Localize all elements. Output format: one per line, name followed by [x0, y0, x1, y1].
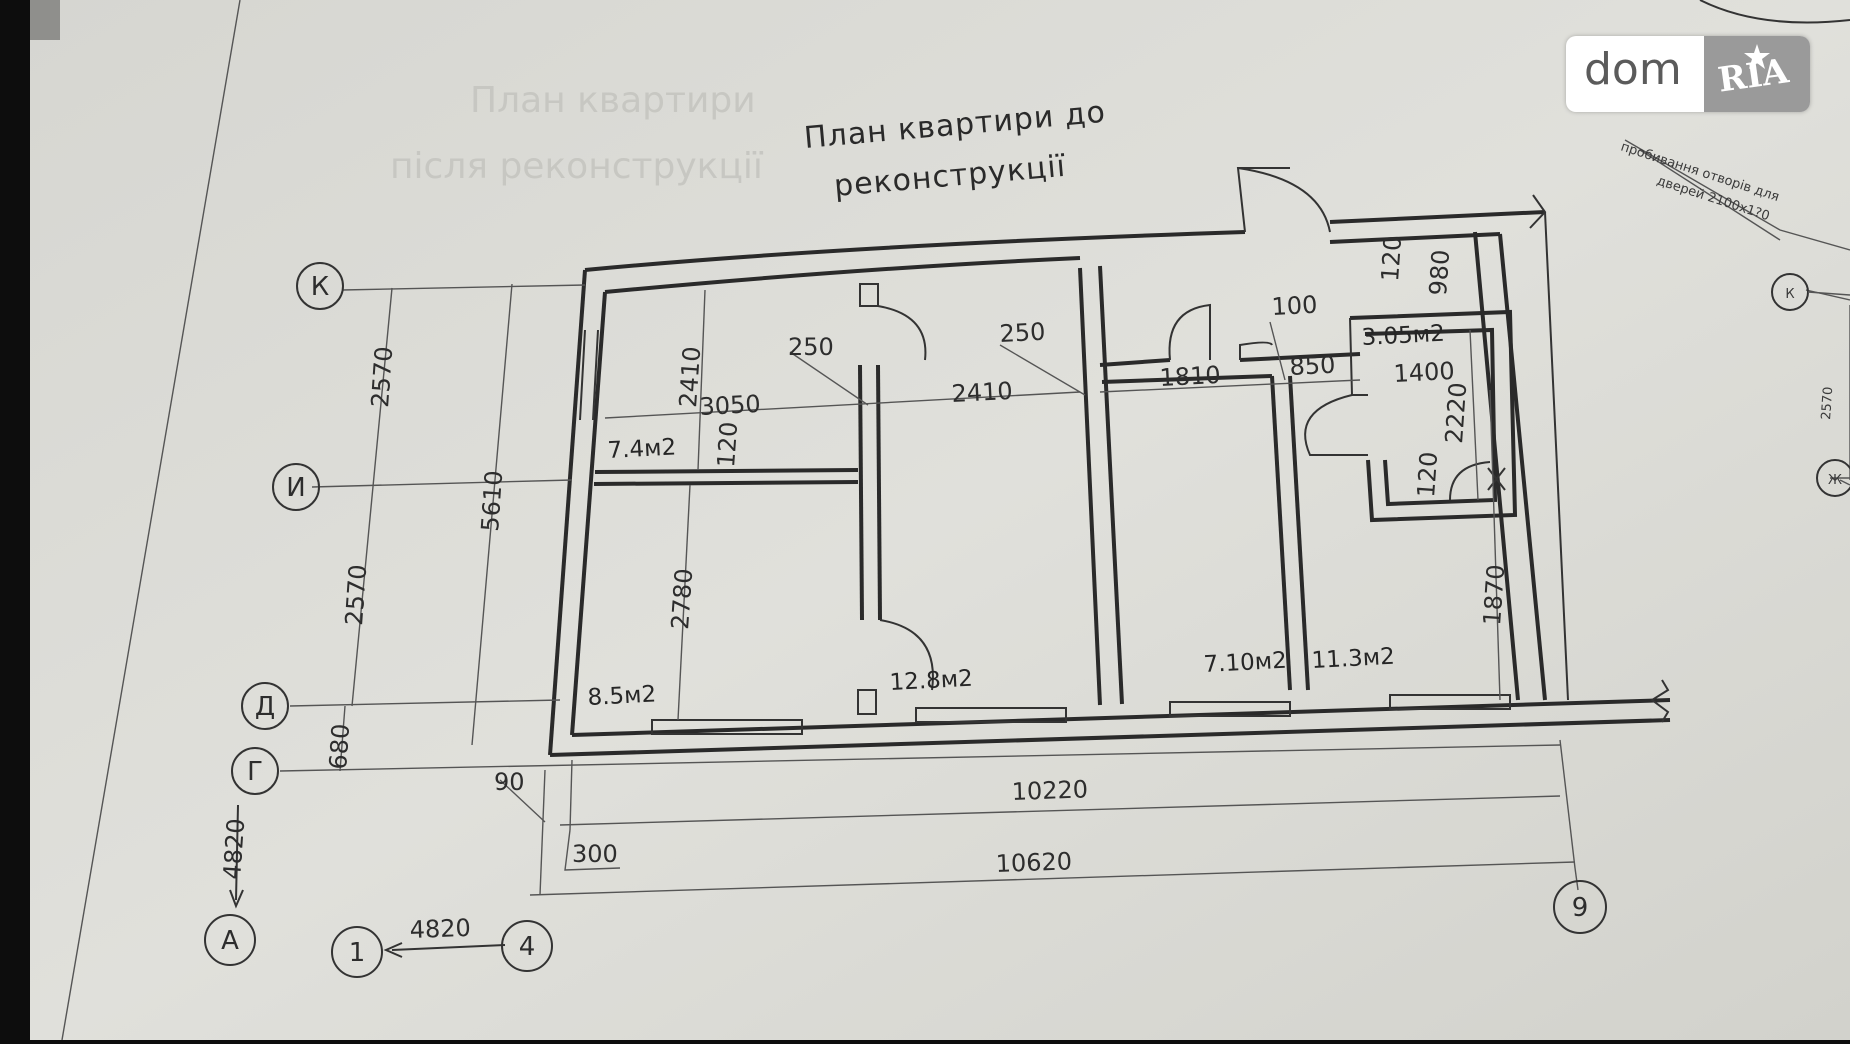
windows — [651, 694, 1511, 735]
dim-left-bottom: 680 — [324, 723, 355, 771]
axis-circle-1 — [331, 926, 383, 978]
axis-label-d: Д — [255, 692, 275, 722]
axis-circle-d — [241, 682, 289, 730]
dim-right-margin-2570: 2570 — [1819, 386, 1836, 420]
dim-span-850: 850 — [1289, 351, 1336, 381]
axis-circle-k — [296, 262, 344, 310]
dim-total-10220: 10220 — [1011, 775, 1088, 806]
dim-corner-300: 300 — [572, 840, 618, 868]
ghost-text-1: План квартири — [470, 80, 756, 121]
axis-label-9: 9 — [1572, 893, 1589, 923]
paper-sheet — [30, 0, 1850, 1040]
left-edge — [0, 0, 30, 1040]
dim-wall-120-a: 120 — [712, 421, 743, 469]
dim-door-250-a: 250 — [788, 333, 834, 361]
dim-span-100: 100 — [1271, 291, 1318, 321]
dim-left-inner: 5610 — [476, 470, 508, 533]
watermark-ria-block: RIA — [1704, 36, 1810, 112]
frame-line — [61, 0, 241, 1041]
axis-bubbles — [204, 262, 1607, 978]
axis-circle-i — [272, 463, 320, 511]
dim-door-250-b: 250 — [999, 318, 1046, 348]
dim-bath-2220: 2220 — [1440, 382, 1472, 445]
dim-span-2410: 2410 — [951, 377, 1013, 408]
top-arc — [1699, 0, 1850, 24]
axis-circle-4 — [501, 920, 553, 972]
star-icon — [1744, 44, 1770, 69]
dim-total-10620: 10620 — [995, 847, 1072, 878]
dim-room1-height: 2410 — [674, 346, 706, 409]
dim-top-980: 980 — [1424, 249, 1455, 297]
dim-room1-width: 3050 — [699, 390, 761, 421]
dimension-lines — [229, 283, 1579, 958]
room-area-7-10: 7.10м2 — [1203, 648, 1287, 678]
entrance-door — [1236, 167, 1547, 233]
right-axis-label-zh: Ж — [1828, 473, 1842, 488]
ghost-text-2: після реконструкції — [390, 146, 764, 187]
right-axis-label-k: К — [1785, 287, 1794, 302]
room-area-3-05: 3.05м2 — [1361, 321, 1445, 351]
axis-label-4: 4 — [519, 932, 536, 962]
dim-a-offset: 4820 — [218, 818, 250, 881]
watermark-dom-text: dom — [1584, 44, 1682, 95]
dim-bath-1400: 1400 — [1393, 357, 1455, 388]
dim-room2-height: 2780 — [666, 568, 698, 631]
dim-right-1870: 1870 — [1478, 564, 1510, 627]
room-area-7-4: 7.4м2 — [607, 434, 677, 464]
room-area-8-5: 8.5м2 — [587, 681, 657, 711]
axis-label-1: 1 — [349, 938, 366, 968]
dim-left-outer-bottom: 2570 — [340, 564, 372, 627]
dom-ria-watermark: dom RIA — [1566, 36, 1810, 112]
dim-top-120: 120 — [1376, 235, 1407, 283]
dim-col-offset: 4820 — [409, 914, 471, 944]
axis-circle-9 — [1553, 880, 1607, 934]
interior-walls — [579, 265, 1518, 715]
outer-walls — [548, 210, 1671, 757]
dim-corner-90: 90 — [494, 768, 525, 796]
axis-label-g: Г — [247, 757, 263, 787]
dim-span-1810: 1810 — [1159, 361, 1221, 392]
right-margin-sketch — [1624, 139, 1850, 497]
axis-label-a: А — [221, 926, 239, 956]
axis-label-k: К — [311, 272, 329, 302]
door-swings — [877, 303, 1506, 691]
dim-left-outer-top: 2570 — [366, 346, 398, 409]
room-area-12-8: 12.8м2 — [889, 666, 973, 696]
room-area-11-3: 11.3м2 — [1311, 644, 1395, 674]
axis-label-i: И — [286, 473, 305, 503]
axis-circle-g — [231, 747, 279, 795]
axis-circle-a — [204, 914, 256, 966]
dim-bath-120: 120 — [1412, 451, 1443, 499]
corner-shadow — [30, 0, 60, 40]
